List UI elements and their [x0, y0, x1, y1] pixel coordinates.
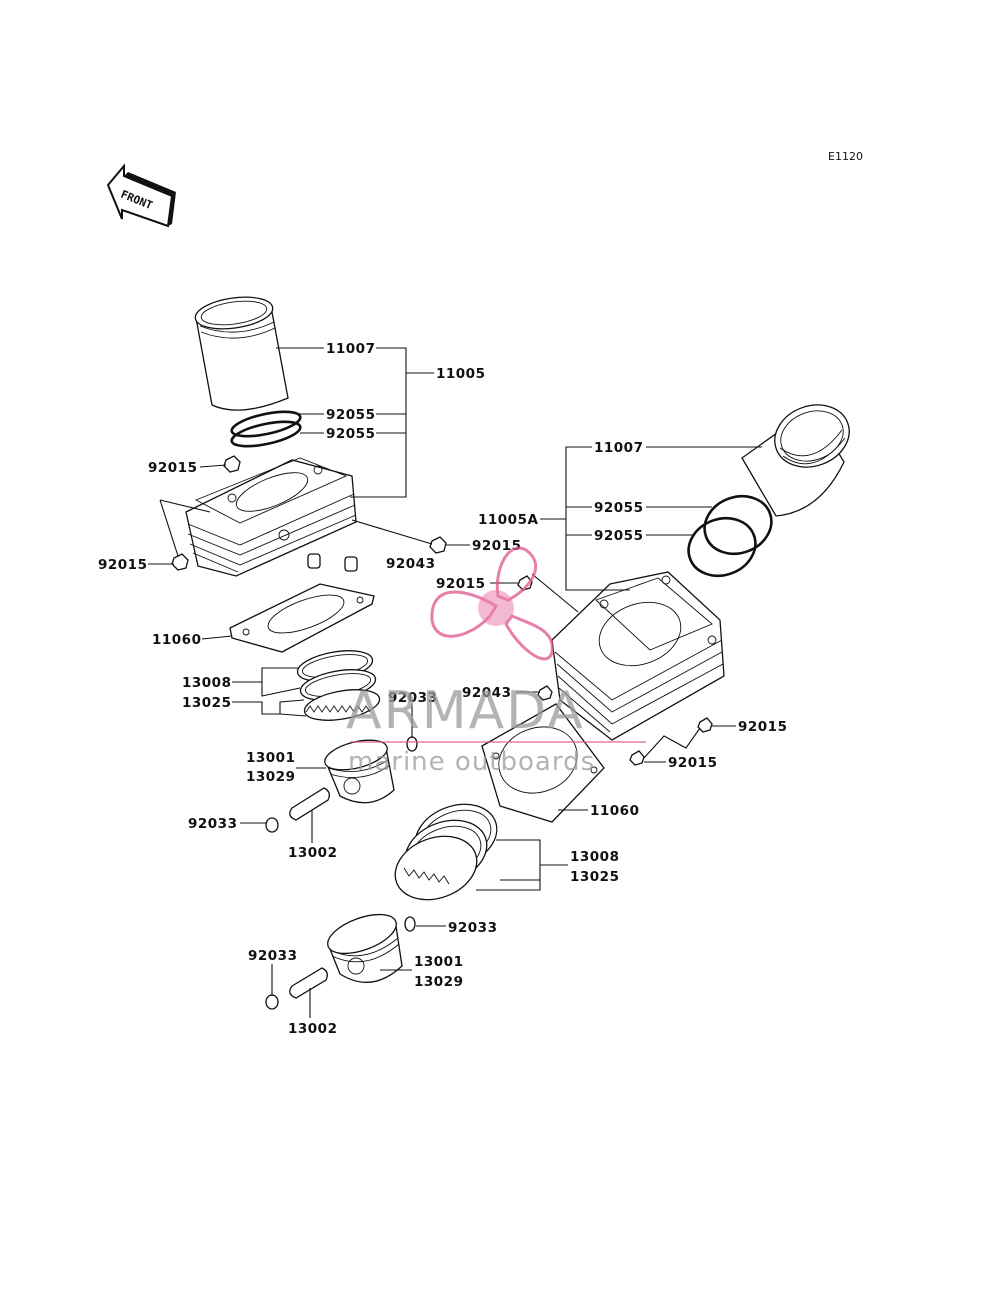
piston-left	[324, 739, 395, 804]
diagram-code: E1120	[828, 150, 863, 163]
nut-right-b	[537, 685, 553, 701]
label-11005A[interactable]: 11005A	[478, 512, 538, 528]
nut-left-mid	[429, 536, 447, 554]
label-13008-right[interactable]: 13008	[570, 849, 619, 865]
label-13002-left[interactable]: 13002	[288, 845, 337, 861]
label-13025-right[interactable]: 13025	[570, 869, 619, 885]
label-13029-right[interactable]: 13029	[414, 974, 463, 990]
piston-pin-left	[289, 787, 330, 821]
nut-left-top	[223, 455, 241, 473]
label-13001-right[interactable]: 13001	[414, 954, 463, 970]
label-92043-right[interactable]: 92043	[462, 685, 511, 701]
base-gasket-right	[481, 703, 605, 823]
circlip-right-bottom	[265, 994, 279, 1010]
o-ring-left-1	[230, 410, 302, 438]
label-11060-right[interactable]: 11060	[590, 803, 639, 819]
label-92015-right-c[interactable]: 92015	[668, 755, 717, 771]
part-labels-right: 11007 11005A 92055 92055 92015 92043 920…	[248, 440, 787, 1037]
label-92033-right-b[interactable]: 92033	[248, 948, 297, 964]
o-ring-right-1	[703, 494, 773, 556]
label-92015-right-a[interactable]: 92015	[436, 576, 485, 592]
front-arrow-icon: FRONT	[106, 163, 176, 228]
watermark-tagline: marine outboards	[348, 747, 595, 777]
watermark-brand: ARMADA	[346, 681, 585, 741]
label-92033-left-top[interactable]: 92033	[388, 690, 437, 706]
label-92015-left-side[interactable]: 92015	[98, 557, 147, 573]
nut-right-a	[517, 575, 533, 591]
label-92055-left-b[interactable]: 92055	[326, 426, 375, 442]
circlip-right-top	[404, 916, 416, 932]
part-labels-left: 11007 11005 92055 92055 92015 92015 9204…	[98, 341, 521, 861]
label-13025-left[interactable]: 13025	[182, 695, 231, 711]
label-92033-left-side[interactable]: 92033	[188, 816, 237, 832]
label-11005[interactable]: 11005	[436, 366, 485, 382]
dowel-pin-left-1	[307, 553, 321, 569]
cylinder-block-left	[185, 457, 357, 577]
o-ring-left-2	[230, 420, 302, 448]
propeller-logo-icon	[430, 546, 554, 661]
label-13001-left[interactable]: 13001	[246, 750, 295, 766]
label-92033-right-a[interactable]: 92033	[448, 920, 497, 936]
label-92043-left[interactable]: 92043	[386, 556, 435, 572]
piston-pin-right	[289, 967, 328, 999]
dowel-pin-left-2	[344, 556, 358, 572]
label-13002-right[interactable]: 13002	[288, 1021, 337, 1037]
label-11060-left[interactable]: 11060	[152, 632, 201, 648]
nut-right-c	[697, 717, 713, 733]
cylinder-sleeve-left	[194, 296, 289, 411]
leader-lines	[148, 347, 762, 1018]
nut-left-bottom	[171, 553, 189, 571]
label-92015-left-mid[interactable]: 92015	[472, 538, 521, 554]
circlip-left-bottom	[265, 817, 279, 833]
nut-right-d	[629, 750, 645, 766]
o-ring-right-2	[687, 516, 757, 578]
cylinder-block-right	[551, 571, 725, 741]
label-92015-left-top[interactable]: 92015	[148, 460, 197, 476]
cylinder-sleeve-right	[741, 404, 850, 517]
label-13008-left[interactable]: 13008	[182, 675, 231, 691]
label-92015-right-b[interactable]: 92015	[738, 719, 787, 735]
label-13029-left[interactable]: 13029	[246, 769, 295, 785]
watermark: ARMADA marine outboards	[346, 546, 646, 777]
base-gasket-left	[229, 583, 375, 653]
label-92055-left-a[interactable]: 92055	[326, 407, 375, 423]
label-11007-left[interactable]: 11007	[326, 341, 375, 357]
piston-rings-left	[296, 650, 381, 721]
piston-rings-right	[394, 803, 498, 901]
label-92055-right-a[interactable]: 92055	[594, 500, 643, 516]
label-11007-right[interactable]: 11007	[594, 440, 643, 456]
piston-right	[327, 913, 403, 983]
label-92055-right-b[interactable]: 92055	[594, 528, 643, 544]
